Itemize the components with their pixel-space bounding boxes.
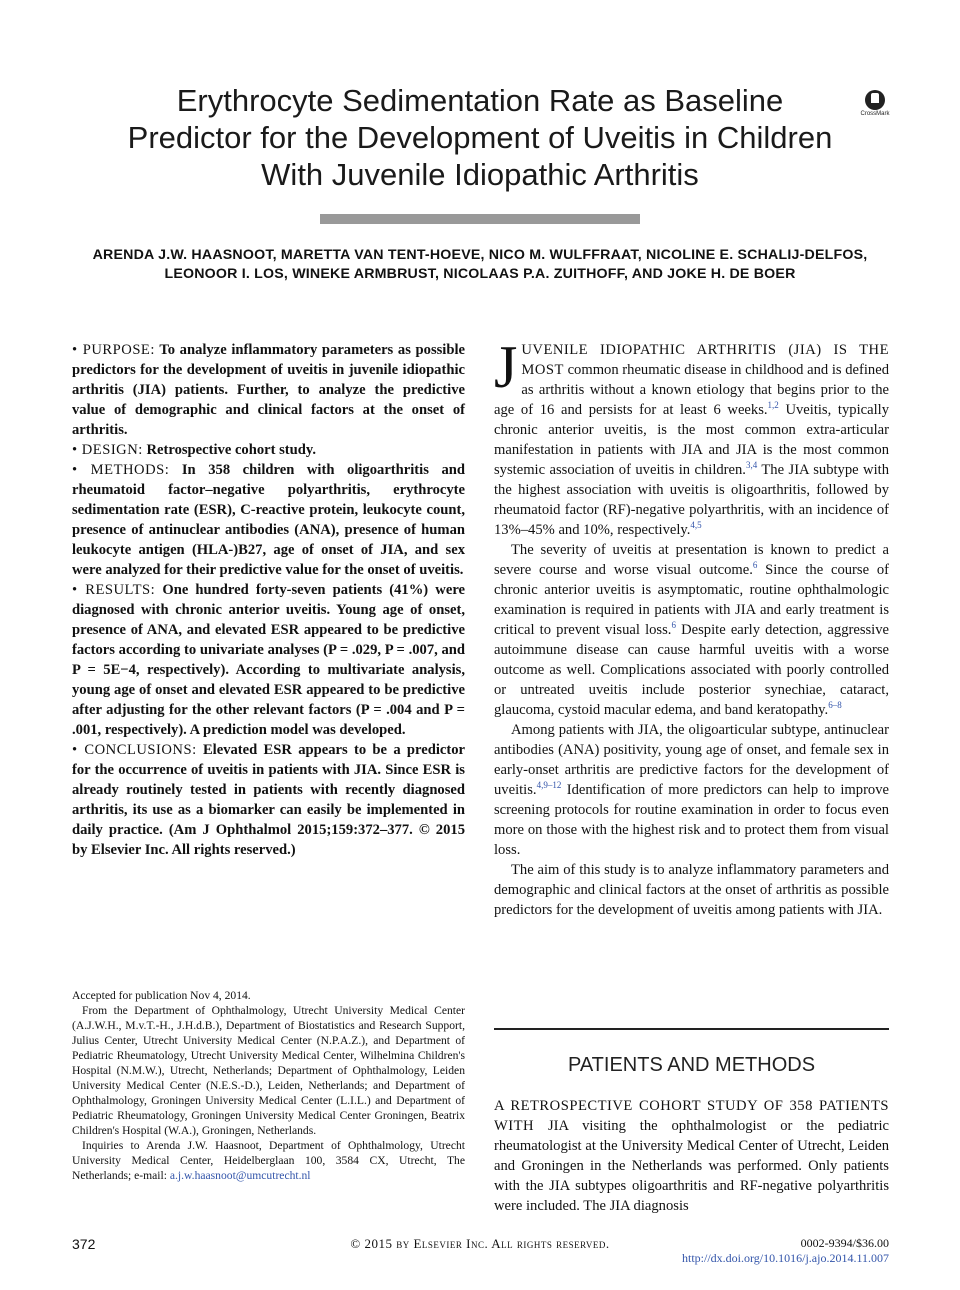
abstract-purpose: • PURPOSE: To analyze inflammatory param…	[72, 340, 465, 440]
intro-text: common rheumatic disease in childhood an…	[494, 362, 889, 418]
article-title: Erythrocyte Sedimentation Rate as Baseli…	[127, 83, 833, 192]
author-email-link[interactable]: a.j.w.haasnoot@umcutrecht.nl	[169, 1169, 311, 1182]
affiliations: From the Department of Ophthalmology, Ut…	[72, 1004, 465, 1137]
intro-paragraph-2: The severity of uveitis at presentation …	[494, 540, 889, 720]
citation-link[interactable]: 1,2	[767, 400, 779, 411]
conclusions-text: Elevated ESR appears to be a predictor f…	[72, 742, 465, 858]
intro-lead: UVENILE IDIOPATHIC ARTHRITIS (JIA) IS TH…	[521, 342, 889, 378]
citation-link[interactable]: 3,4	[745, 460, 758, 471]
intro-paragraph-3: Among patients with JIA, the oligoarticu…	[494, 720, 889, 860]
section-rule	[494, 1028, 889, 1030]
author-list: ARENDA J.W. HAASNOOT, MARETTA VAN TENT-H…	[92, 247, 868, 282]
abstract-conclusions: • CONCLUSIONS: Elevated ESR appears to b…	[72, 740, 465, 860]
issn: 0002-9394/$36.00	[800, 1236, 889, 1250]
accepted-date: Accepted for publication Nov 4, 2014.	[72, 989, 251, 1002]
citation-link[interactable]: 6	[671, 620, 676, 631]
methods-lead: A RETROSPECTIVE COHORT STUDY OF 358 PATI…	[494, 1098, 889, 1134]
methods-section-text: JIA visiting the ophthalmologist or the …	[494, 1118, 889, 1214]
purpose-label: • PURPOSE:	[72, 342, 155, 358]
abstract: • PURPOSE: To analyze inflammatory param…	[72, 340, 465, 860]
citation-link[interactable]: 6–8	[828, 700, 842, 711]
title-divider	[320, 214, 640, 224]
design-label: • DESIGN:	[72, 442, 143, 458]
intro-text: The JIA subtype with the highest associa…	[494, 462, 889, 538]
crossmark-icon	[865, 90, 885, 110]
citation-link[interactable]: 4,9–12	[536, 780, 562, 791]
results-text: One hundred forty-seven patients (41%) w…	[72, 582, 466, 738]
citation-link[interactable]: 4,5	[690, 520, 702, 531]
crossmark-label: CrossMark	[860, 111, 890, 117]
methods-paragraph: A RETROSPECTIVE COHORT STUDY OF 358 PATI…	[494, 1096, 889, 1216]
results-label: • RESULTS:	[72, 582, 156, 598]
abstract-results: • RESULTS: One hundred forty-seven patie…	[72, 580, 465, 740]
inquiries: Inquiries to Arenda J.W. Haasnoot, Depar…	[72, 1138, 465, 1183]
abstract-methods: • METHODS: In 358 children with oligoart…	[72, 460, 465, 580]
intro-text: The severity of uveitis at presentation …	[494, 542, 889, 578]
drop-cap: J	[494, 334, 518, 400]
intro-paragraph-4: The aim of this study is to analyze infl…	[494, 862, 889, 918]
intro-text: Despite early detection, aggressive auto…	[494, 622, 890, 718]
copyright: © 2015 by Elsevier Inc. All rights reser…	[350, 1236, 610, 1251]
footnotes: Accepted for publication Nov 4, 2014. Fr…	[72, 988, 465, 1183]
intro-text: Among patients with JIA, the oligoarticu…	[494, 722, 889, 798]
methods-body: A RETROSPECTIVE COHORT STUDY OF 358 PATI…	[494, 1096, 889, 1216]
intro-text: Identification of more predictors can he…	[494, 782, 889, 858]
section-heading: PATIENTS AND METHODS	[567, 1054, 816, 1076]
design-text: Retrospective cohort study.	[146, 442, 317, 458]
doi-link[interactable]: http://dx.doi.org/10.1016/j.ajo.2014.11.…	[682, 1251, 889, 1265]
purpose-text: To analyze inflammatory parameters as po…	[72, 342, 466, 438]
conclusions-label: • CONCLUSIONS:	[72, 742, 197, 758]
intro-text: Since the course of chronic anterior uve…	[494, 562, 889, 638]
inquiries-text: Inquiries to Arenda J.W. Haasnoot, Depar…	[72, 1139, 465, 1182]
abstract-design: • DESIGN: Retrospective cohort study.	[72, 440, 465, 460]
page-number: 372	[72, 1236, 96, 1252]
crossmark-logo[interactable]: CrossMark	[858, 90, 892, 117]
intro-text: Uveitis, typically chronic anterior uvei…	[494, 402, 889, 478]
citation-link[interactable]: 6	[752, 560, 758, 571]
methods-label: • METHODS:	[72, 462, 170, 478]
footer-identifiers: 0002-9394/$36.00 http://dx.doi.org/10.10…	[640, 1236, 889, 1266]
methods-text: In 358 children with oligoarthritis and …	[72, 462, 465, 578]
